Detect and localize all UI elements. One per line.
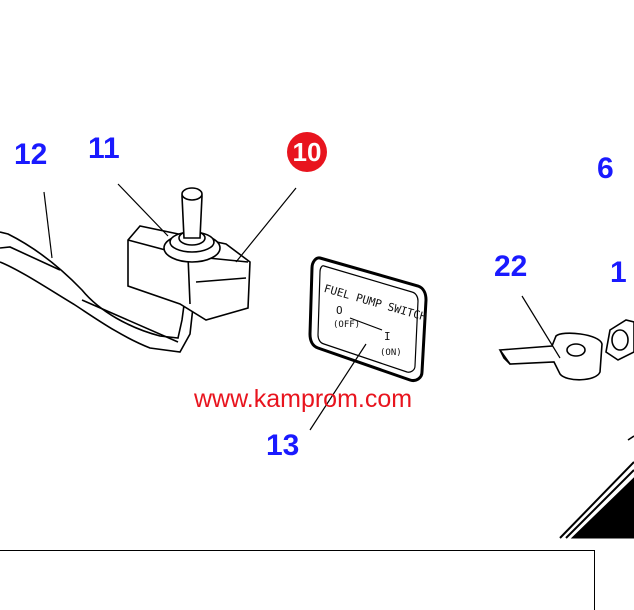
callout-1: 1 bbox=[610, 256, 627, 289]
watermark-url: www.kamprom.com bbox=[194, 385, 413, 413]
toggle-switch bbox=[127, 187, 251, 321]
connector bbox=[605, 319, 634, 361]
callout-12: 12 bbox=[14, 138, 48, 171]
callout-13: 13 bbox=[266, 429, 300, 462]
cable-clamp bbox=[498, 332, 603, 381]
callout-6: 6 bbox=[597, 152, 614, 185]
plate-on-label: (ON) bbox=[380, 348, 402, 358]
label-plate bbox=[308, 256, 428, 382]
leader-lines bbox=[43, 183, 561, 431]
plate-on-mark: I bbox=[384, 330, 391, 343]
callout-11: 11 bbox=[88, 132, 120, 165]
callout-10-badge: 10 bbox=[287, 132, 327, 172]
callout-22: 22 bbox=[494, 250, 528, 283]
parts-table-frame bbox=[0, 550, 595, 610]
plate-off-label: (OFF) bbox=[333, 320, 361, 330]
wire-harness bbox=[0, 231, 195, 353]
parts-diagram bbox=[0, 183, 634, 539]
frame-bracket bbox=[559, 435, 634, 539]
plate-off-mark: O bbox=[336, 304, 343, 317]
